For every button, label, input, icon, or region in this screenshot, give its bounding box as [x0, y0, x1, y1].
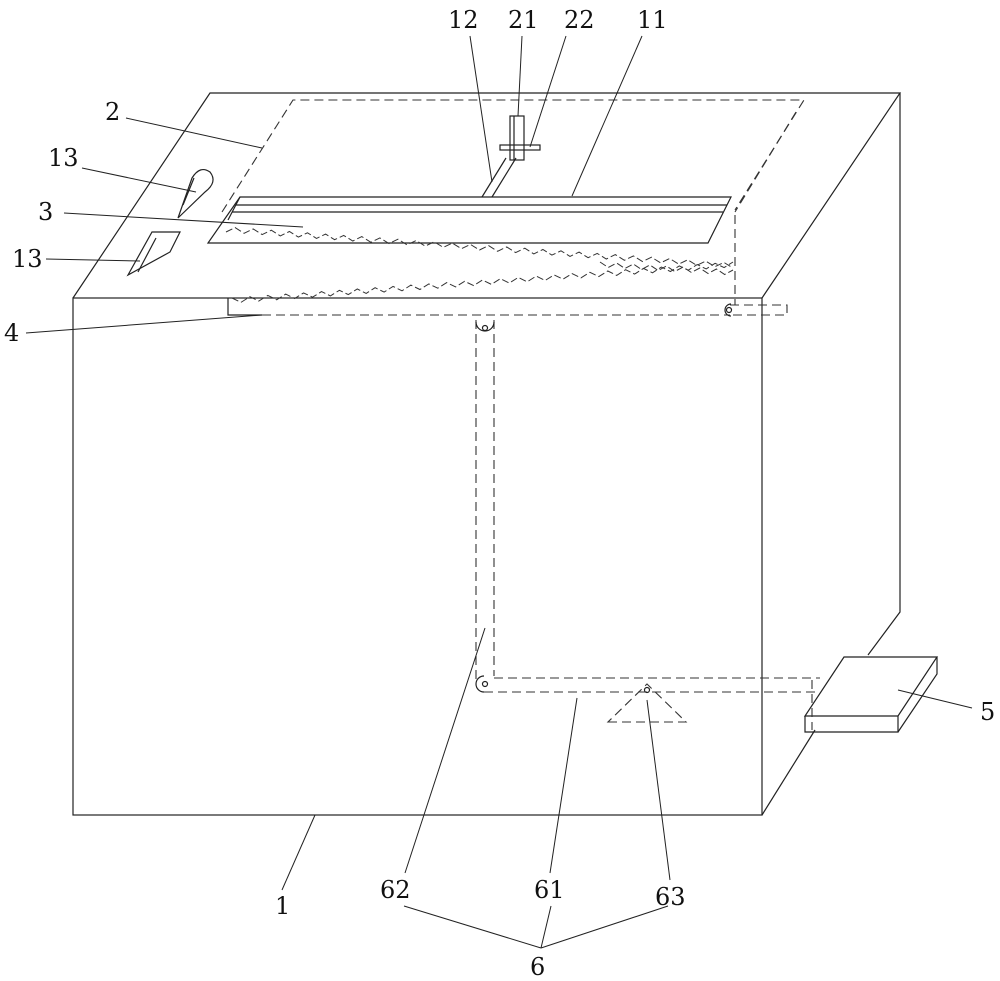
label-62: 62 [380, 876, 411, 904]
label-61: 61 [534, 876, 565, 904]
label-4: 4 [4, 319, 19, 347]
horizontal-link [475, 675, 820, 693]
reference-labels: 12 21 22 11 2 13 3 13 4 5 1 62 61 63 6 [4, 6, 995, 981]
label-21: 21 [508, 6, 539, 34]
label-1: 1 [275, 892, 290, 920]
lever-arm [227, 215, 788, 317]
wavy-lines [225, 227, 734, 303]
hook-elements [126, 168, 214, 277]
slot-opening [206, 196, 732, 244]
label-63: 63 [655, 883, 686, 911]
label-13-upper: 13 [48, 144, 79, 172]
label-11: 11 [637, 6, 668, 34]
label-3: 3 [38, 198, 53, 226]
fulcrum-triangle [606, 683, 688, 723]
leader-lines [25, 35, 973, 949]
label-13-lower: 13 [12, 245, 43, 273]
vertical-link [475, 320, 495, 682]
slider-assembly [481, 115, 541, 198]
pedal-plate [803, 656, 939, 733]
box-body [72, 92, 902, 816]
label-22: 22 [564, 6, 595, 34]
label-2: 2 [105, 98, 120, 126]
label-5: 5 [980, 698, 995, 726]
cover-plate-dashed [221, 99, 805, 213]
label-12: 12 [448, 6, 479, 34]
label-6: 6 [530, 953, 545, 981]
